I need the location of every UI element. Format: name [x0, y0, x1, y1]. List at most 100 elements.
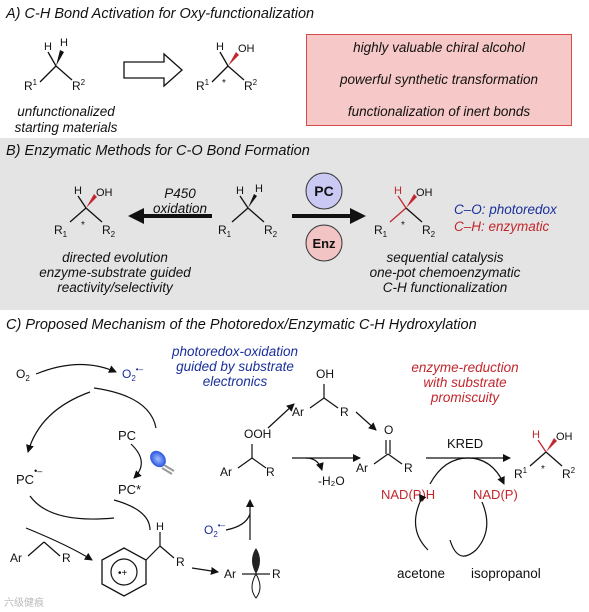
- enz-text: Enz: [312, 236, 336, 251]
- substrate-structure: H H R1 R2: [24, 37, 86, 93]
- svg-text:H: H: [156, 521, 164, 533]
- water-loss-label: -H₂O: [318, 474, 345, 488]
- svg-text:R: R: [340, 405, 349, 419]
- hydroperoxide-structure: OOH Ar R: [220, 427, 275, 479]
- svg-text:H: H: [44, 41, 52, 53]
- svg-text:OH: OH: [556, 431, 573, 443]
- enz-circle: [305, 224, 343, 262]
- svg-text:OH: OH: [96, 187, 113, 199]
- svg-text:H: H: [255, 183, 263, 195]
- svg-text:*: *: [541, 464, 545, 475]
- svg-text:R2: R2: [102, 223, 116, 239]
- transformation-arrow: [123, 52, 183, 88]
- substrate-caption: unfunctionalized starting materials: [6, 104, 126, 136]
- svg-text:R2: R2: [244, 78, 258, 93]
- alcohol-intermediate: OH Ar R: [292, 367, 349, 419]
- svg-text:R1: R1: [54, 223, 68, 239]
- svg-text:O2•–: O2•–: [122, 365, 144, 383]
- note-line: one-pot chemoenzymatic: [369, 265, 521, 280]
- central-substrate-structure: H H R1 R2: [218, 183, 278, 239]
- svg-text:O2•–: O2•–: [204, 521, 226, 539]
- section-b-title: B) Enzymatic Methods for C-O Bond Format…: [6, 143, 310, 159]
- benefit-item: functionalization of inert bonds: [347, 104, 531, 119]
- note-line: enzyme-substrate guided: [39, 265, 191, 280]
- svg-text:Ar: Ar: [220, 465, 232, 479]
- svg-text:R: R: [62, 551, 71, 565]
- svg-text:OH: OH: [416, 187, 433, 199]
- svg-text:*: *: [81, 220, 85, 231]
- pc-text: PC: [314, 183, 333, 199]
- section-a-title: A) C-H Bond Activation for Oxy-functiona…: [6, 6, 315, 22]
- svg-text:H: H: [60, 37, 68, 49]
- benefits-box: [306, 34, 572, 126]
- note-line: electronics: [202, 374, 268, 389]
- section-c-title: C) Proposed Mechanism of the Photoredox/…: [6, 317, 477, 333]
- pc-circle: [305, 172, 343, 210]
- svg-text:R1: R1: [196, 78, 210, 93]
- co-photoredox-label: C–O: photoredox: [454, 202, 557, 217]
- svg-text:*: *: [222, 78, 226, 89]
- svg-text:R1: R1: [24, 78, 38, 93]
- benefit-item: highly valuable chiral alcohol: [353, 40, 525, 55]
- note-line: enzyme-reduction: [411, 360, 519, 375]
- svg-text:*: *: [401, 220, 405, 231]
- left-notes: directed evolution enzyme-substrate guid…: [20, 250, 210, 295]
- benefit-item: powerful synthetic transformation: [339, 72, 539, 87]
- svg-text:H: H: [74, 185, 82, 197]
- note-line: C-H functionalization: [382, 280, 508, 295]
- sequential-product-structure: H OH * R1 R2: [374, 185, 436, 239]
- enzyme-note: enzyme-reduction with substrate promiscu…: [400, 360, 530, 405]
- svg-text:OH: OH: [238, 43, 255, 55]
- note-line: promiscuity: [430, 390, 500, 405]
- svg-text:H: H: [532, 429, 540, 441]
- svg-text:O2: O2: [16, 367, 30, 383]
- svg-text:R: R: [176, 555, 185, 569]
- kred-label: KRED: [447, 436, 484, 451]
- pc-label: PC: [118, 428, 137, 443]
- radical-cation-arene: •+ H R: [101, 521, 185, 597]
- svg-text:Ar: Ar: [292, 405, 304, 419]
- note-line: guided by substrate: [176, 359, 294, 374]
- light-source-icon: [150, 450, 175, 475]
- final-alcohol-structure: H OH * R1 R2: [514, 429, 576, 481]
- note-line: with substrate: [423, 375, 507, 390]
- svg-text:R1: R1: [514, 466, 528, 481]
- p450-arrow-head: [128, 208, 144, 224]
- chiral-alcohol-structure: H OH * R1 R2: [196, 41, 258, 93]
- arene-substrate: Ar R: [10, 541, 71, 565]
- note-line: photoredox-oxidation: [171, 344, 299, 359]
- svg-text:PC•–: PC•–: [16, 466, 42, 487]
- nadp-label: NAD(P): [473, 487, 518, 502]
- p450-line: oxidation: [152, 201, 208, 216]
- p450-line: P450: [164, 186, 196, 201]
- ketone-structure: O Ar R: [356, 423, 413, 475]
- p450-product-structure: H OH * R1 R2: [54, 185, 116, 239]
- svg-text:Ar: Ar: [356, 461, 368, 475]
- svg-text:R: R: [266, 465, 275, 479]
- note-line: directed evolution: [62, 250, 168, 265]
- svg-text:R2: R2: [562, 466, 576, 481]
- right-notes: sequential catalysis one-pot chemoenzyma…: [360, 250, 530, 295]
- svg-text:R2: R2: [422, 223, 436, 239]
- sequential-arrow-head: [350, 208, 366, 224]
- svg-text:R: R: [404, 461, 413, 475]
- isopropanol-label: isopropanol: [471, 566, 541, 581]
- watermark: 六级健痕: [4, 598, 44, 609]
- photoredox-note: photoredox-oxidation guided by substrate…: [160, 344, 310, 389]
- caption-line: unfunctionalized: [17, 104, 115, 119]
- p450-label: P450 oxidation: [130, 186, 230, 216]
- svg-text:R2: R2: [264, 223, 278, 239]
- note-line: sequential catalysis: [386, 250, 504, 265]
- svg-text:OH: OH: [316, 367, 334, 381]
- svg-text:O: O: [384, 423, 393, 437]
- svg-text:Ar: Ar: [10, 551, 22, 565]
- svg-text:R1: R1: [374, 223, 388, 239]
- caption-line: starting materials: [14, 120, 118, 135]
- svg-text:Ar: Ar: [224, 567, 236, 581]
- svg-text:OOH: OOH: [244, 427, 271, 441]
- svg-text:R2: R2: [72, 78, 86, 93]
- acetone-label: acetone: [397, 566, 446, 581]
- svg-text:R1: R1: [218, 223, 232, 239]
- pc-excited-label: PC*: [118, 482, 142, 497]
